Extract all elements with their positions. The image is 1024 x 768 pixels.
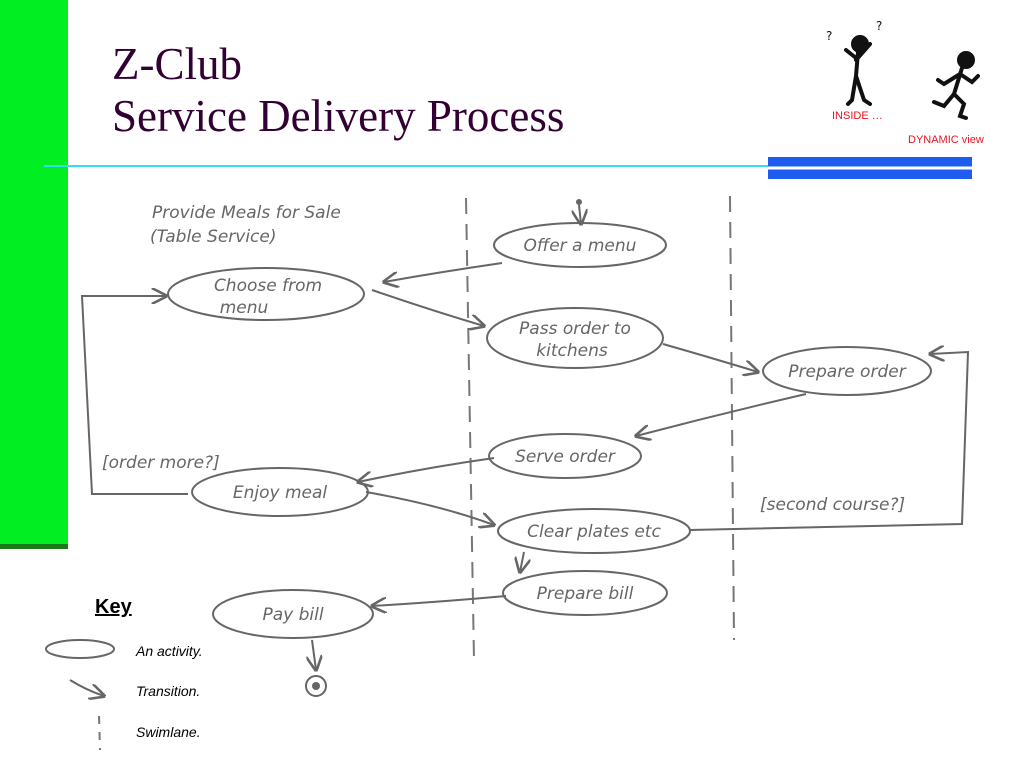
key-transition-symbol [69, 679, 104, 696]
key-title: Key [95, 596, 132, 618]
diagram-heading-line-2: (Table Service) [150, 227, 277, 247]
loop-second-course [689, 352, 970, 531]
key-transition-label: Transition. [136, 683, 201, 699]
activity-prepare-order: Prepare order [762, 346, 932, 396]
transition-pay-to-final [312, 639, 316, 670]
svg-text:?: ? [876, 19, 882, 33]
transition-choose-to-pass [371, 289, 484, 326]
activity-pass-label-2: kitchens [536, 341, 608, 361]
transition-clear-to-prepare-bill [520, 551, 524, 572]
activity-choose-label-2: menu [220, 298, 269, 318]
transition-offer-to-choose [384, 262, 503, 282]
activity-pay-bill-label: Pay bill [262, 605, 323, 625]
svg-text:?: ? [826, 29, 832, 43]
activity-enjoy-meal-label: Enjoy meal [233, 483, 328, 503]
activity-enjoy-meal: Enjoy meal [191, 467, 369, 517]
activity-choose-from-menu: Choose from menu [167, 267, 365, 321]
activity-pay-bill: Pay bill [212, 589, 374, 639]
transition-prepare-to-serve [636, 393, 807, 436]
activity-pass-label-1: Pass order to [519, 319, 631, 339]
transition-prepare-bill-to-pay [372, 595, 507, 606]
activity-prepare-order-label: Prepare order [788, 362, 906, 382]
accent-bar-shadow [0, 544, 68, 549]
key-swimlane-label: Swimlane. [136, 724, 201, 740]
activity-prepare-bill: Prepare bill [502, 570, 668, 616]
inside-label: INSIDE … [832, 110, 883, 122]
key-activity-label: An activity. [136, 643, 203, 659]
running-figure-icon [932, 51, 980, 120]
final-node [305, 675, 327, 697]
activity-serve-order: Serve order [488, 433, 642, 479]
key-swimlane-symbol [98, 715, 101, 751]
key-activity-symbol [45, 639, 115, 659]
dynamic-view-label: DYNAMIC view [908, 134, 984, 146]
title-line-1: Z-Club [112, 39, 242, 89]
guard-order-more: [order more?] [102, 453, 220, 473]
activity-clear-plates: Clear plates etc [497, 508, 691, 554]
accent-bar [0, 0, 68, 548]
activity-offer-menu: Offer a menu [493, 222, 667, 268]
transition-serve-to-enjoy [358, 457, 495, 482]
activity-offer-menu-label: Offer a menu [524, 236, 637, 256]
activity-prepare-bill-label: Prepare bill [537, 584, 634, 604]
activity-clear-plates-label: Clear plates etc [527, 522, 661, 542]
swimlane-divider-2 [729, 195, 735, 641]
title-rule [44, 165, 774, 167]
title-line-2: Service Delivery Process [112, 91, 565, 141]
initial-node [576, 199, 582, 205]
activity-choose-label-1: Choose from [214, 276, 322, 296]
activity-pass-order: Pass order to kitchens [486, 307, 664, 369]
transition-enjoy-to-clear [365, 491, 494, 525]
transition-pass-to-prepare [662, 343, 758, 372]
diagram-heading-line-1: Provide Meals for Sale [152, 203, 341, 223]
loop-order-more [80, 296, 188, 495]
slide-title: Z-Club Service Delivery Process [112, 38, 564, 142]
blue-bars [768, 157, 972, 179]
guard-second-course: [second course?] [760, 495, 905, 515]
thinking-figure-icon: ? ? [826, 19, 882, 106]
activity-serve-order-label: Serve order [515, 447, 616, 467]
